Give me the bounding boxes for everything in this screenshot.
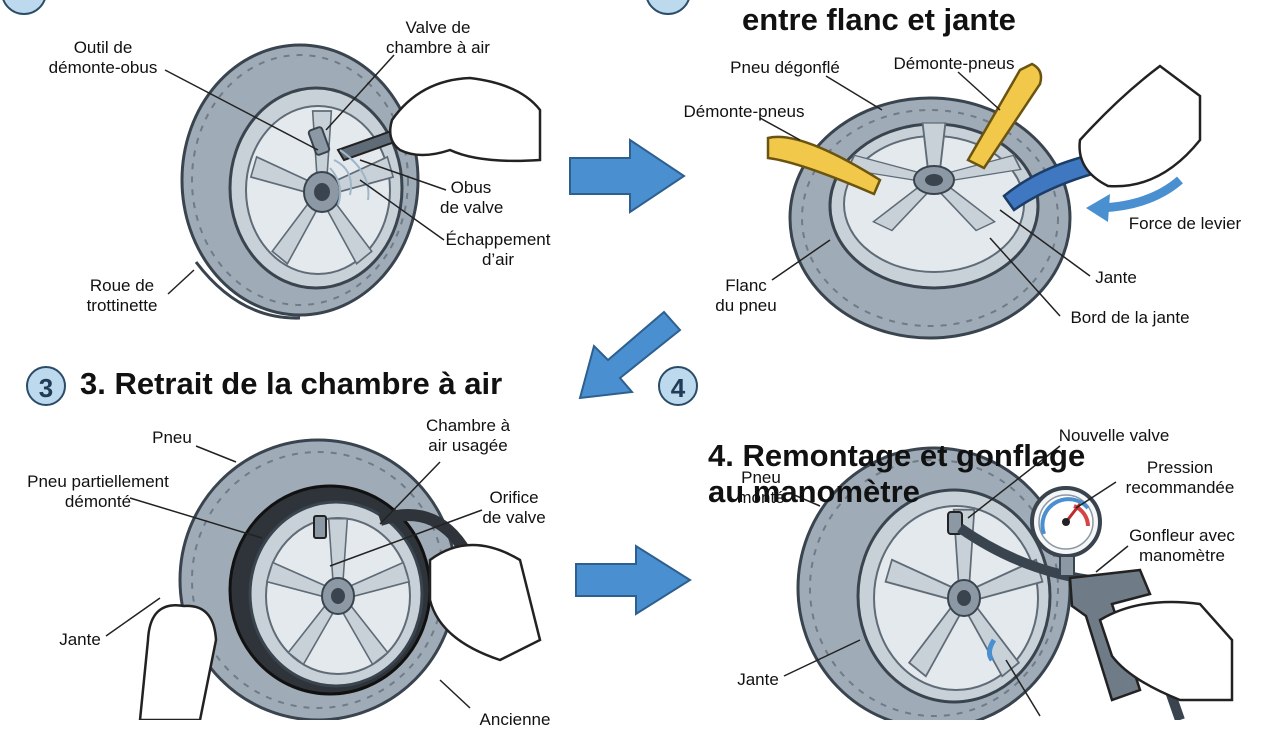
label-pneu-monte: Pneu monté — [737, 468, 785, 507]
label-orifice-valve: Orifice de valve — [482, 488, 546, 527]
label-force-levier: Force de levier — [1128, 214, 1242, 233]
tire-lever-left-icon — [766, 135, 882, 196]
valve-tool-icon — [307, 126, 408, 206]
label-gonfleur-manometre: Gonfleur avec manomètre — [1129, 526, 1235, 565]
label-pneu-partiellement: Pneu partiellement démonté — [27, 472, 169, 511]
panel1-leader-lines — [164, 54, 447, 295]
label-pneu-degonfle: Pneu dégonflé — [730, 58, 840, 77]
hand-3-left-icon — [138, 603, 218, 720]
label-demonte-pneus-left: Démonte-pneus — [683, 102, 805, 121]
badge-2-partial-icon — [646, 0, 690, 15]
label-valve-chambre: Valve de chambre à air — [386, 18, 490, 57]
label-pression-recommandee: Pression recommandée — [1125, 458, 1235, 497]
label-outil-demonte-obus: Outil de démonte-obus — [48, 38, 158, 77]
label-pneu-3: Pneu — [152, 428, 192, 447]
badge-1-partial-icon — [2, 0, 46, 15]
force-arrow-head-icon — [1086, 194, 1110, 222]
label-jante-2: Jante — [1095, 268, 1137, 287]
force-arrow-icon — [1099, 176, 1183, 213]
panel3-title: 3. Retrait de la chambre à air — [80, 366, 503, 401]
label-jante-3: Jante — [59, 630, 101, 649]
label-chambre-usagee: Chambre à air usagée — [426, 416, 511, 455]
step-arrow-1-icon — [569, 138, 686, 214]
panel2-title: entre flanc et jante — [742, 2, 1016, 37]
label-echappement-air: Échappement d’air — [445, 230, 551, 269]
panel2-leader-lines — [759, 71, 1091, 317]
panel4-leader-lines — [783, 445, 1129, 717]
label-flanc-pneu: Flanc du pneu — [715, 276, 777, 315]
label-nouvelle-valve: Nouvelle valve — [1058, 426, 1170, 445]
wheel-1-icon — [180, 43, 420, 320]
panel4-title: 4. Remontage et gonflage au manomètre — [708, 366, 1085, 546]
hand-2-icon — [1078, 64, 1202, 188]
label-obus-valve: Obus de valve — [440, 178, 504, 217]
badge-3-icon: 3 — [26, 366, 66, 406]
label-ancienne: Ancienne — [479, 710, 551, 729]
hand-4-icon — [1098, 600, 1234, 702]
wheel-3-icon — [178, 438, 476, 720]
label-jante-4: Jante — [737, 670, 779, 689]
label-roue-trottinette: Roue de trottinette — [86, 276, 158, 315]
step-arrow-2-icon — [578, 310, 682, 400]
wheel-2-icon — [788, 96, 1072, 340]
tire-lever-right-icon — [966, 62, 1043, 170]
panel3-leader-lines — [105, 445, 483, 709]
hand-3-right-icon — [428, 543, 542, 662]
step-arrow-3-icon — [575, 544, 692, 616]
badge-4-icon: 4 — [658, 366, 698, 406]
label-demonte-pneus-right: Démonte-pneus — [893, 54, 1015, 73]
hand-1-icon — [389, 76, 542, 163]
panel4-title-text: 4. Remontage et gonflage au manomètre — [708, 438, 1086, 509]
label-bord-jante: Bord de la jante — [1070, 308, 1190, 327]
